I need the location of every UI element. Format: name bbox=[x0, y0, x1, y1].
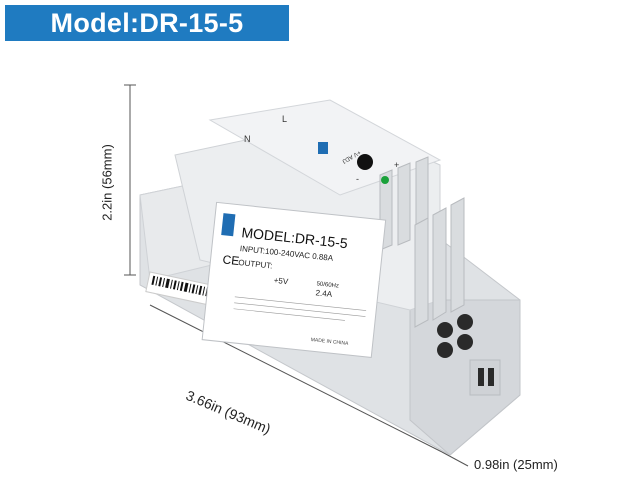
status-led bbox=[381, 176, 389, 184]
dimension-lines bbox=[124, 84, 469, 467]
terminal-screw bbox=[437, 342, 453, 358]
label-output-voltage: +5V bbox=[273, 276, 289, 287]
ce-mark: CE bbox=[222, 252, 240, 268]
terminal-plus-label: + bbox=[394, 160, 399, 170]
label-output-current: 2.4A bbox=[315, 288, 333, 299]
housing-end-face bbox=[409, 299, 521, 456]
model-banner: Model:DR-15-5 bbox=[5, 5, 289, 41]
terminal-screw bbox=[437, 322, 453, 338]
terminal-n-label: N bbox=[244, 134, 251, 144]
label-made-in: MADE IN CHINA bbox=[310, 337, 349, 347]
brand-logo bbox=[221, 213, 236, 237]
length-dimension-line bbox=[149, 304, 443, 453]
brand-logo-top bbox=[318, 142, 328, 154]
cooling-fins bbox=[379, 156, 465, 328]
terminal-screw bbox=[457, 334, 473, 350]
terminal-l-label: L bbox=[282, 114, 287, 124]
label-frequency: 50/60Hz bbox=[316, 281, 339, 289]
label-output: OUTPUT: bbox=[238, 258, 273, 271]
height-dimension-label: 2.2in (56mm) bbox=[99, 144, 115, 221]
din-clip bbox=[469, 359, 501, 396]
width-dimension-line bbox=[441, 451, 469, 467]
spec-label: CE MODEL:DR-15-5 INPUT:100-240VAC 0.88A … bbox=[201, 201, 387, 358]
width-dimension-label: 0.98in (25mm) bbox=[474, 457, 558, 472]
terminal-screw bbox=[457, 314, 473, 330]
voltage-adjust-knob bbox=[357, 154, 373, 170]
terminal-minus-label: - bbox=[356, 174, 359, 184]
